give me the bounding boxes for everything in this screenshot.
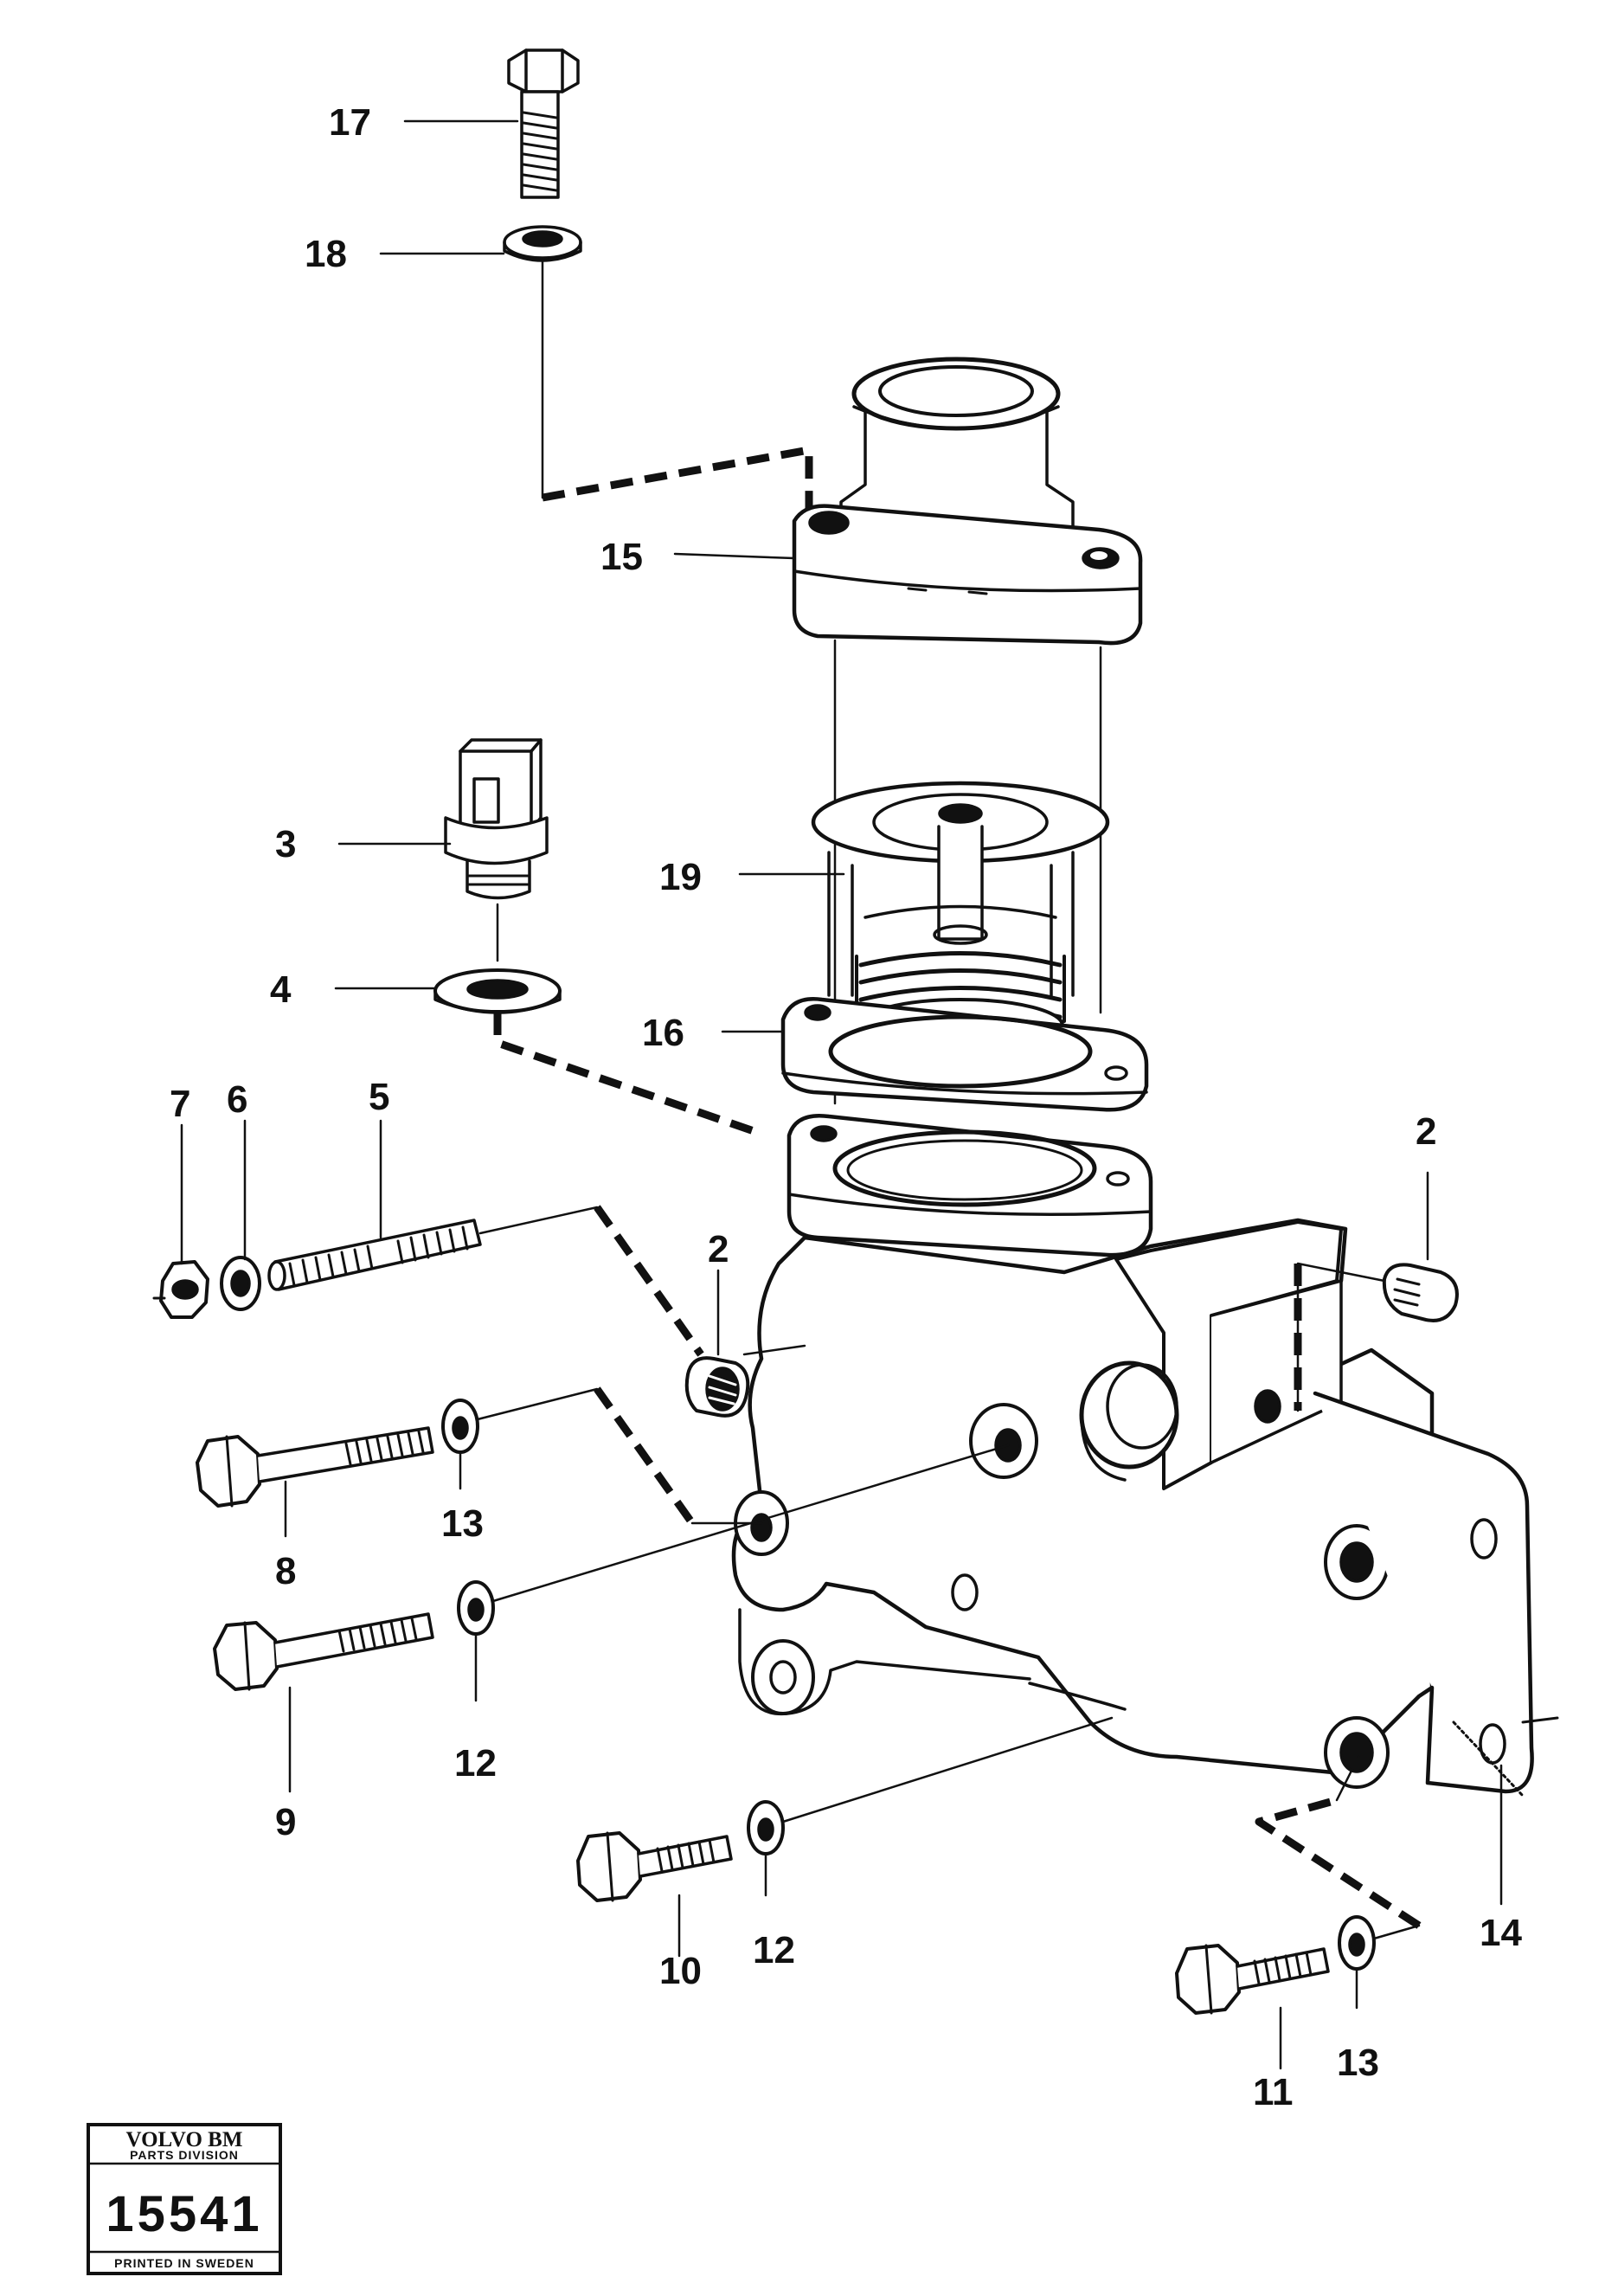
part-4-washer [433, 968, 562, 1014]
callout-17: 17 [329, 101, 371, 144]
part-3-sensor [444, 738, 549, 900]
part-2-plug-left [684, 1356, 750, 1418]
callout-4: 4 [270, 968, 292, 1011]
callout-13-lower: 13 [1337, 2042, 1379, 2084]
part-18-washer [503, 225, 582, 262]
callout-12-upper: 12 [454, 1742, 497, 1785]
part-15-housing-cover [792, 357, 1143, 646]
callout-6: 6 [227, 1078, 247, 1121]
callout-18: 18 [305, 233, 347, 275]
callout-13-upper: 13 [441, 1502, 484, 1545]
part-14-housing [731, 1114, 1559, 1798]
callout-3: 3 [275, 823, 296, 865]
callout-7: 7 [170, 1083, 190, 1125]
part-8-bolt [196, 1426, 434, 1508]
callout-9: 9 [275, 1801, 296, 1843]
stamp-printed: PRINTED IN SWEDEN [114, 2256, 254, 2270]
part-12-washer-lower [747, 1800, 785, 1855]
part-16-gasket [780, 997, 1149, 1112]
callout-15: 15 [600, 536, 643, 578]
part-10-bolt [576, 1831, 733, 1902]
part-12-washer-upper [457, 1580, 495, 1636]
part-9-bolt [213, 1612, 434, 1691]
callout-10: 10 [659, 1950, 702, 1992]
part-13-washer-lower [1338, 1915, 1376, 1971]
part-6-washer [220, 1256, 261, 1311]
part-13-washer-upper [441, 1399, 479, 1454]
part-5-stud [267, 1219, 482, 1291]
callout-11: 11 [1253, 2071, 1294, 2113]
stamp-division: PARTS DIVISION [130, 2148, 239, 2162]
callout-16: 16 [642, 1012, 684, 1054]
part-7-nut [152, 1260, 209, 1319]
part-11-bolt [1175, 1944, 1330, 2015]
callout-5: 5 [369, 1076, 389, 1118]
volvo-bm-stamp: VOLVO BM PARTS DIVISION 15541 PRINTED IN… [87, 2123, 282, 2275]
callout-14: 14 [1480, 1912, 1522, 1954]
callout-2-right: 2 [1416, 1110, 1436, 1153]
part-2-plug-right [1382, 1263, 1459, 1322]
part-17-bolt [507, 48, 580, 199]
callout-2-left: 2 [708, 1228, 729, 1270]
callout-8: 8 [275, 1550, 296, 1592]
callout-19: 19 [659, 856, 702, 898]
callout-12-lower: 12 [753, 1929, 795, 1971]
stamp-brand: VOLVO BM [126, 2128, 243, 2151]
stamp-number: 15541 [106, 2186, 262, 2242]
callout-labels: 17 18 15 3 19 4 16 7 6 5 2 2 13 8 12 9 1… [170, 101, 1522, 2113]
